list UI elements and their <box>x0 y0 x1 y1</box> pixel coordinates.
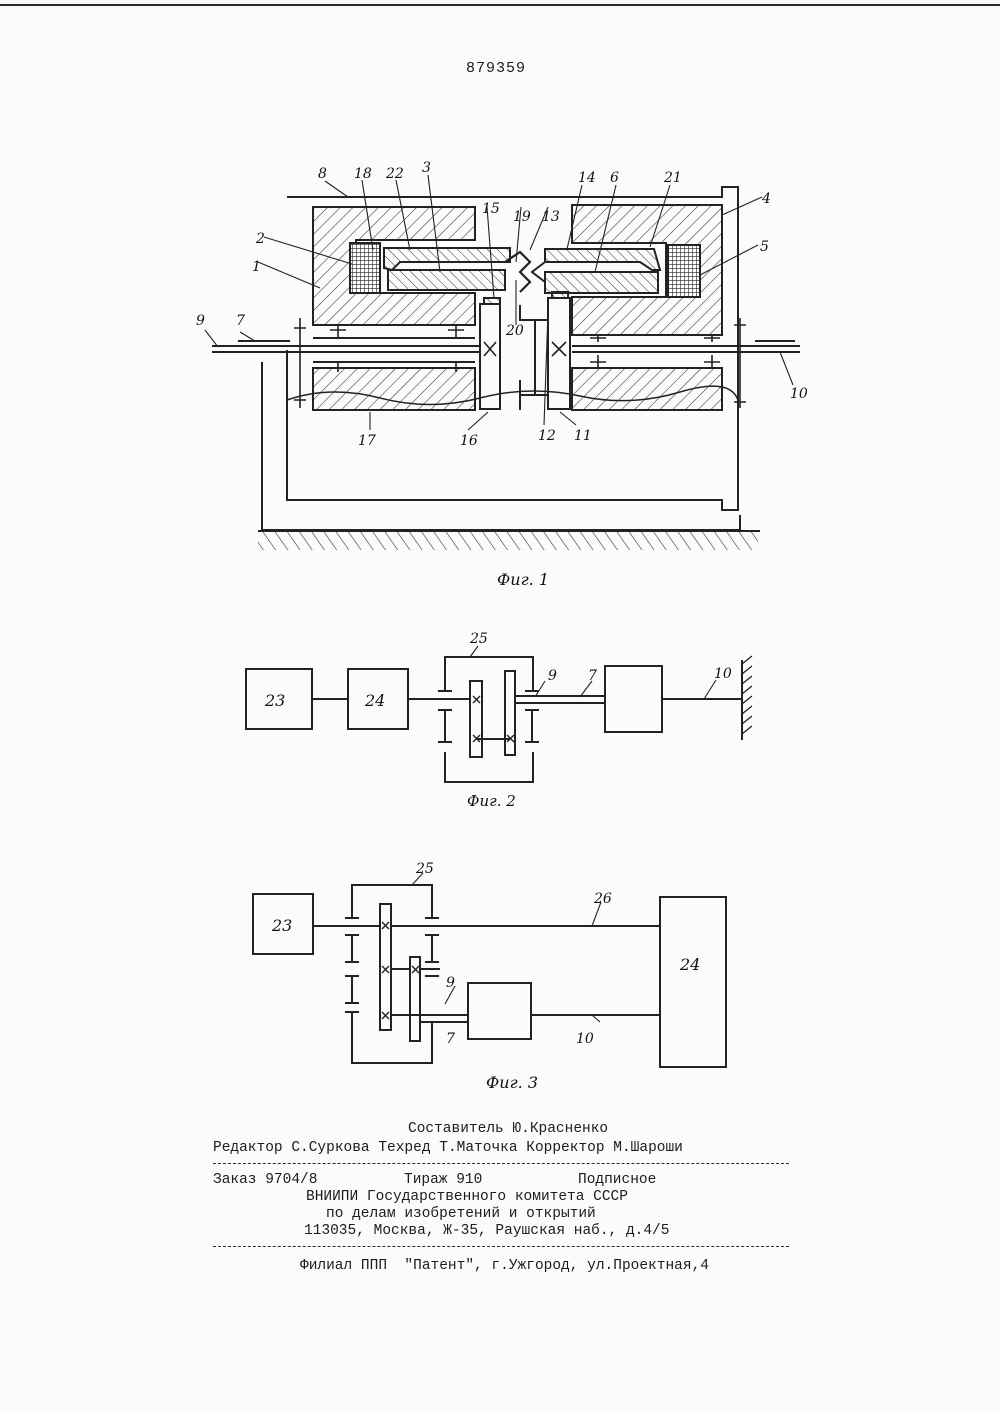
fig1-label: 9 <box>196 313 205 329</box>
fig2-label: 10 <box>714 666 732 682</box>
imprint-staff: Редактор С.Суркова Техред Т.Маточка Корр… <box>213 1140 683 1156</box>
imprint-branch: Филиал ППП "Патент", г.Ужгород, ул.Проек… <box>300 1258 709 1274</box>
fig1-label: 3 <box>422 160 431 176</box>
fig2-label: 25 <box>469 631 488 647</box>
fig1-caption: Фиг. 1 <box>497 570 549 589</box>
fig1-label: 4 <box>761 191 771 207</box>
fig3-label: 9 <box>446 975 455 991</box>
fig1-label: 7 <box>236 313 245 329</box>
fig1-label: 6 <box>610 170 619 186</box>
fig3-label: 25 <box>415 861 434 877</box>
fig3-block-23-label: 23 <box>271 916 292 935</box>
fig1-label: 19 <box>513 209 531 225</box>
fig1-label: 11 <box>574 428 592 444</box>
fig3-label: 10 <box>576 1031 594 1047</box>
fig1-label: 18 <box>354 166 372 182</box>
fig1-label: 2 <box>255 231 265 247</box>
fig1-label: 17 <box>358 433 376 449</box>
figure-3 <box>253 873 726 1067</box>
imprint-org-line2: по делам изобретений и открытий <box>326 1206 596 1222</box>
fig3-block-24 <box>660 897 726 1067</box>
fig3-label: 26 <box>593 891 612 907</box>
imprint-composer: Составитель Ю.Красненко <box>408 1121 608 1137</box>
fig1-label: 20 <box>505 323 524 339</box>
fig1-label: 15 <box>482 201 500 217</box>
separator-dashed <box>213 1163 789 1164</box>
fig1-label: 14 <box>578 170 596 186</box>
fig1-label: 12 <box>538 428 556 444</box>
fig2-block-24-label: 24 <box>364 691 385 710</box>
fig3-block-24-label: 24 <box>679 955 700 974</box>
separator-dashed <box>213 1246 789 1247</box>
imprint-address: 113035, Москва, Ж-35, Раушская наб., д.4… <box>304 1223 669 1239</box>
fig1-label: 10 <box>790 386 808 402</box>
fig1-label: 16 <box>460 433 478 449</box>
fig1-label: 13 <box>542 209 560 225</box>
fig2-label: 7 <box>588 668 597 684</box>
imprint-subscription: Подписное <box>578 1172 656 1188</box>
imprint-circulation: Тираж 910 <box>404 1172 482 1188</box>
fig1-label: 1 <box>252 259 261 275</box>
fig1-label: 21 <box>663 170 682 186</box>
fig1-label: 22 <box>385 166 404 182</box>
fig2-block-unit <box>605 666 662 732</box>
imprint-org-line1: ВНИИПИ Государственного комитета СССР <box>306 1189 628 1205</box>
fig1-label: 8 <box>318 166 327 182</box>
fig2-caption: Фиг. 2 <box>467 792 516 810</box>
figure-1 <box>205 175 800 550</box>
fig3-caption: Фиг. 3 <box>486 1073 538 1092</box>
fig3-label: 7 <box>446 1031 455 1047</box>
fig1-label: 5 <box>760 239 769 255</box>
fig3-block-unit <box>468 983 531 1039</box>
fig2-label: 9 <box>548 668 557 684</box>
figure-2 <box>246 646 752 782</box>
imprint-order: Заказ 9704/8 <box>213 1172 317 1188</box>
fig2-block-23-label: 23 <box>264 691 285 710</box>
